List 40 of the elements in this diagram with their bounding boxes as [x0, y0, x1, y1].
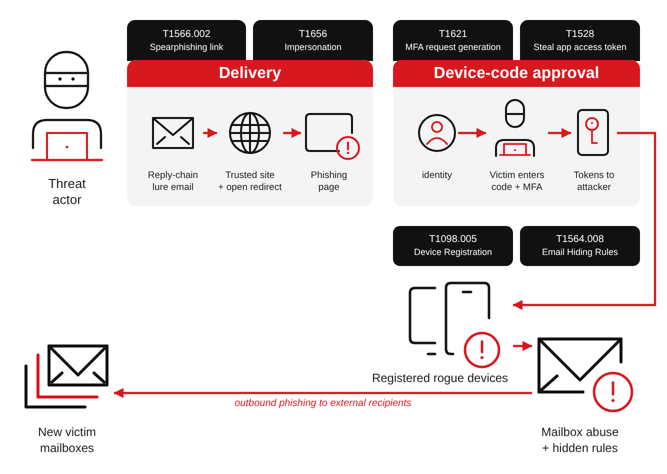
arrow [114, 388, 532, 398]
arrow [283, 128, 302, 138]
icon-caption: Trusted site + open redirect [218, 170, 282, 194]
technique-id: T1098.005 [429, 234, 477, 246]
icon-caption: New victim mailboxes [38, 424, 96, 456]
icon-caption: Phishing page [310, 170, 348, 194]
stage-header: Device-code approval [393, 60, 640, 87]
technique-id: T1564.008 [556, 234, 604, 246]
technique-name: Email Hiding Rules [542, 246, 618, 258]
technique-name: MFA request generation [405, 41, 501, 53]
icon-caption: Threat actor [48, 176, 86, 208]
technique-name: Steal app access token [533, 41, 627, 53]
technique-tag [520, 226, 640, 266]
technique-tag [393, 20, 513, 61]
technique-tag [393, 226, 513, 266]
icon-caption: Registered rogue devices [372, 371, 508, 386]
icon-caption: Tokens to attacker [574, 170, 614, 194]
technique-name: Device Registration [414, 246, 492, 258]
technique-name: Impersonation [284, 41, 342, 53]
technique-name: Spearphishing link [150, 41, 224, 53]
technique-id: T1621 [438, 29, 468, 41]
stage-header: Delivery [127, 60, 373, 87]
edge-label: outbound phishing to external recipients [232, 398, 414, 410]
arrow [513, 341, 532, 351]
stage-panel [393, 60, 640, 206]
stage-panel [127, 60, 373, 206]
icon-caption: Victim enters code + MFA [490, 170, 544, 194]
icon-caption: Mailbox abuse + hidden rules [541, 424, 619, 456]
technique-id: T1656 [298, 29, 328, 41]
technique-tag [253, 20, 373, 61]
technique-tag [127, 20, 246, 61]
arrow [512, 132, 656, 310]
arrow [548, 128, 572, 138]
technique-id: T1566.002 [162, 29, 210, 41]
icon-caption: Reply-chain lure email [148, 170, 198, 194]
technique-tag [520, 20, 640, 61]
arrow [203, 128, 218, 138]
arrow [458, 128, 486, 138]
icon-caption: identity [422, 170, 452, 182]
technique-id: T1528 [566, 29, 594, 41]
